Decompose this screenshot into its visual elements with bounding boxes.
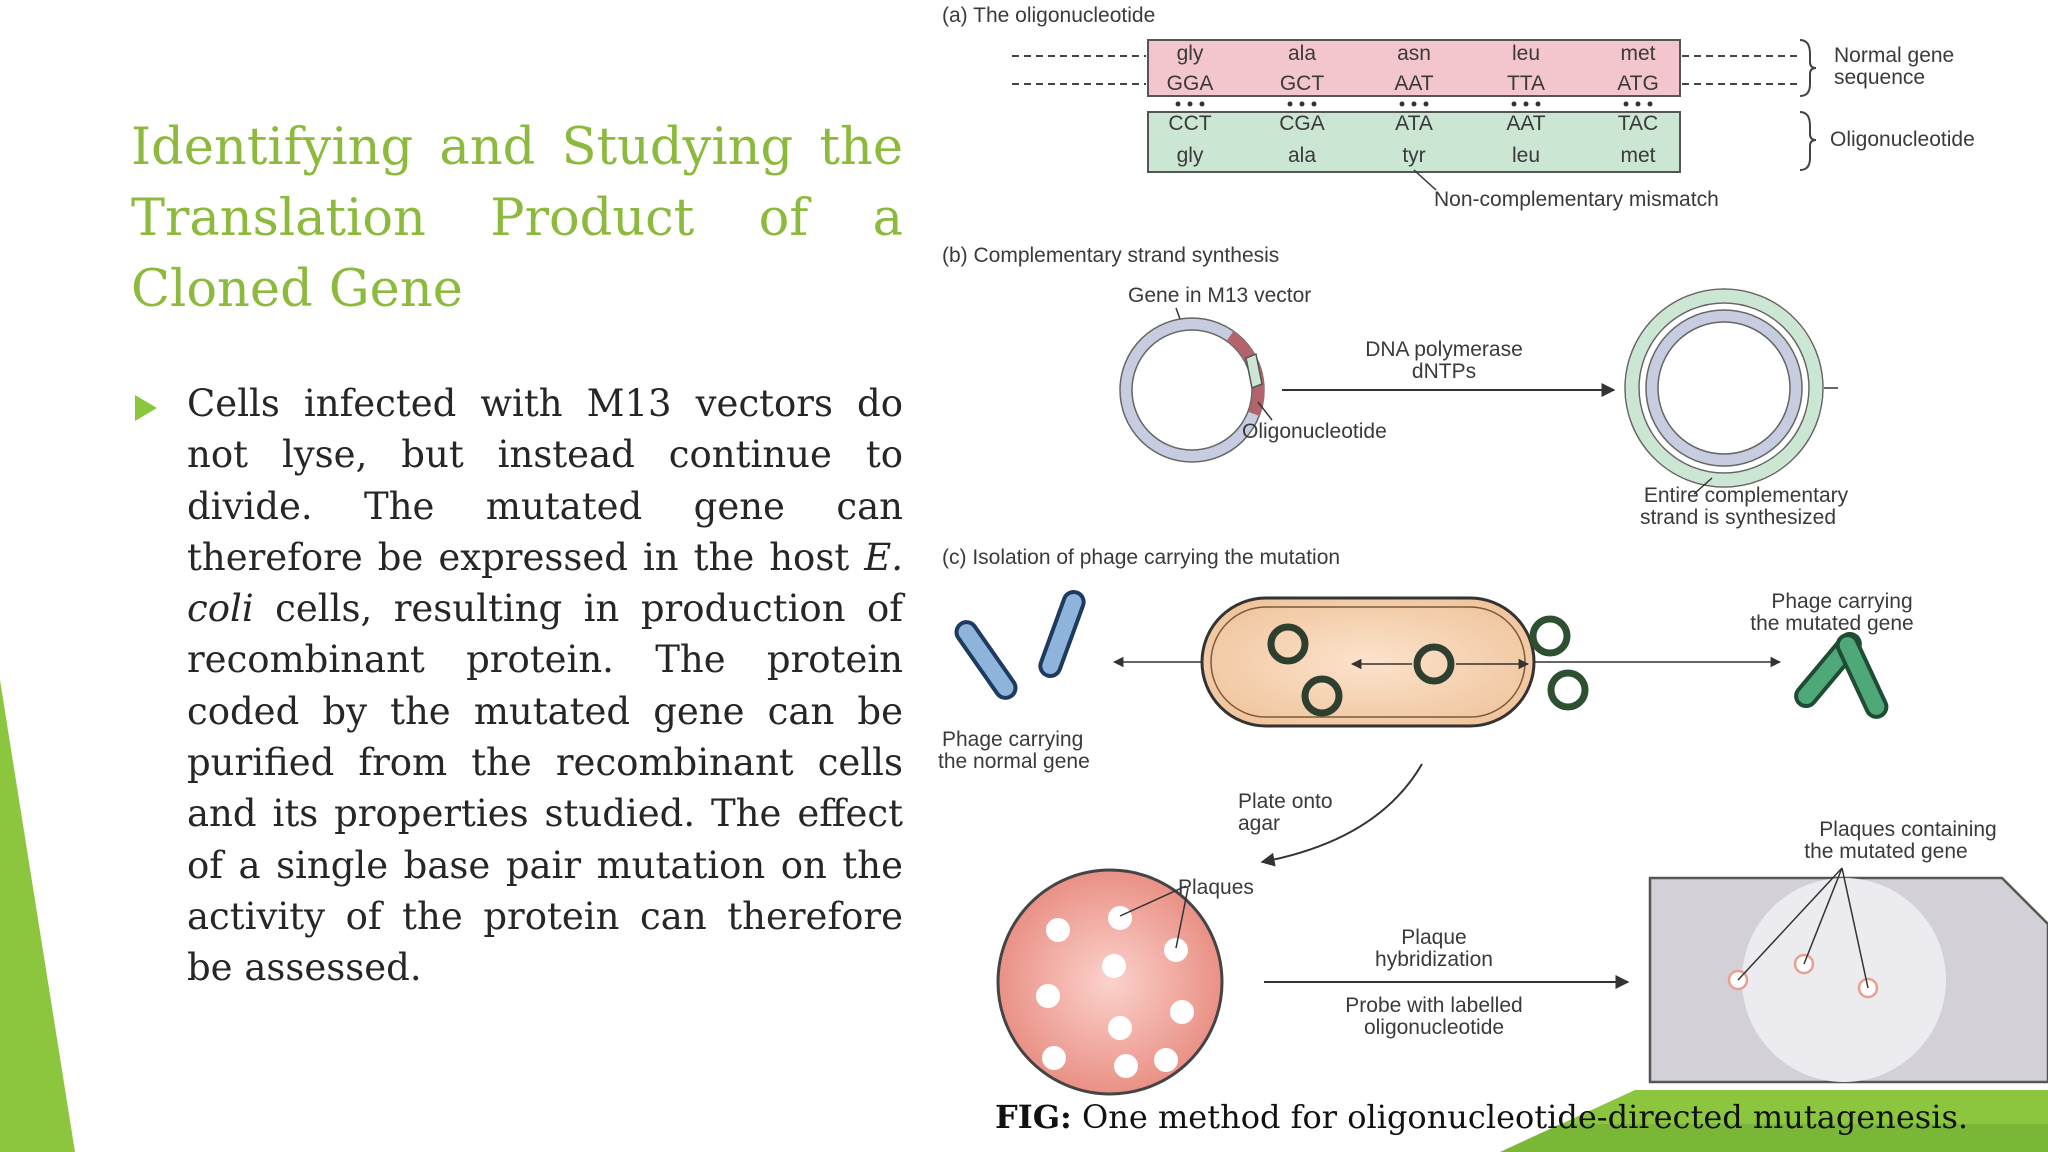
oligo-aa-2: ala — [1288, 144, 1316, 167]
mutated-plaques-label-1: Plaques containing — [1819, 818, 1996, 841]
entire-strand-label-2: strand is synthesized — [1640, 506, 1836, 529]
bullet-text: Cells infected with M13 vectors do not l… — [187, 378, 903, 994]
bullet-text-part1: Cells infected with M13 vectors do not l… — [187, 382, 903, 579]
normal-codon-4: TTA — [1507, 72, 1545, 95]
figure-caption: FIG: One method for oligonucleotide-dire… — [995, 1098, 1968, 1136]
panel-c-heading: (c) Isolation of phage carrying the muta… — [942, 546, 1340, 569]
m13-plasmids — [1267, 615, 1589, 717]
mutated-phage-label-1: Phage carrying — [1771, 590, 1912, 613]
oligo-sequence-box — [1147, 111, 1681, 173]
bullet-text-italic: E. coli — [187, 535, 903, 631]
panel-b-heading: (b) Complementary strand synthesis — [942, 244, 1279, 267]
normal-phage-label-2: the normal gene — [938, 750, 1090, 773]
gene-in-m13-label: Gene in M13 vector — [1128, 284, 1311, 307]
sequence-table: gly ala asn leu met GGA GCT AAT TTA ATG … — [1167, 42, 1659, 167]
oligo-aa-1: gly — [1177, 144, 1204, 167]
normal-gene-label-1: Normal gene — [1834, 44, 1954, 67]
normal-aa-2: ala — [1288, 42, 1316, 65]
mutagenesis-figure: (a) The oligonucleotide gly ala asn leu … — [938, 4, 2048, 1096]
oligonucleotide-label-b: Oligonucleotide — [1242, 420, 1387, 443]
normal-codon-3: AAT — [1394, 72, 1433, 95]
normal-aa-1: gly — [1177, 42, 1204, 65]
oligo-codon-5: TAC — [1618, 112, 1658, 135]
plate-onto-label: Plate onto — [1238, 790, 1333, 813]
oligonucleotide-primer — [1245, 352, 1263, 390]
template-strand-circle — [1646, 310, 1802, 466]
base-pairing-dots — [1175, 101, 1653, 107]
oligonucleotide-label-a: Oligonucleotide — [1830, 128, 1975, 151]
agar-plate — [996, 868, 1224, 1096]
mutated-phage-label-2: the mutated gene — [1750, 612, 1913, 635]
plaque-hyb-label-1: Plaque — [1401, 926, 1466, 949]
dntps-label: dNTPs — [1412, 360, 1476, 383]
normal-sequence-box — [1147, 39, 1681, 97]
bullet-text-part2: cells, resulting in production of recomb… — [187, 587, 903, 990]
normal-gene-label-2: sequence — [1834, 66, 1925, 89]
probe-label-1: Probe with labelled — [1345, 994, 1522, 1017]
panel-c: (c) Isolation of phage carrying the muta… — [938, 546, 2048, 1096]
panel-b: (b) Complementary strand synthesis Gene … — [942, 244, 1849, 529]
hybridized-plate — [1742, 878, 1946, 1082]
oligo-codon-3: ATA — [1395, 112, 1433, 135]
oligo-codon-4: AAT — [1506, 112, 1545, 135]
ecoli-cell — [1200, 596, 1536, 728]
triangle-bullet-icon — [135, 395, 157, 421]
normal-aa-4: leu — [1512, 42, 1540, 65]
panel-a: (a) The oligonucleotide gly ala asn leu … — [942, 4, 1975, 211]
plaques-label: Plaques — [1178, 876, 1254, 899]
plaque-hyb-label-2: hybridization — [1375, 948, 1493, 971]
oligo-codon-2: CGA — [1279, 112, 1325, 135]
dna-polymerase-label: DNA polymerase — [1365, 338, 1523, 361]
normal-codon-5: ATG — [1617, 72, 1659, 95]
mutated-plaques-label-2: the mutated gene — [1804, 840, 1967, 863]
normal-codon-1: GGA — [1167, 72, 1214, 95]
complementary-strand-circle — [1626, 290, 1822, 486]
oligo-aa-4: leu — [1512, 144, 1540, 167]
probe-label-2: oligonucleotide — [1364, 1016, 1504, 1039]
mutated-phage-icon — [1794, 631, 1889, 719]
left-accent-bar — [0, 680, 75, 1152]
oligo-aa-5: met — [1620, 144, 1655, 167]
slide-title: Identifying and Studying the Translation… — [131, 118, 903, 319]
normal-aa-5: met — [1620, 42, 1655, 65]
panel-a-heading: (a) The oligonucleotide — [942, 4, 1155, 27]
caption-text: One method for oligonucleotide-directed … — [1071, 1098, 1969, 1136]
oligo-aa-3: tyr — [1402, 144, 1425, 167]
normal-codon-2: GCT — [1280, 72, 1325, 95]
caption-label: FIG: — [995, 1098, 1072, 1136]
normal-phage-label-1: Phage carrying — [942, 728, 1083, 751]
mismatch-label: Non-complementary mismatch — [1434, 188, 1719, 211]
oligo-codon-1: CCT — [1168, 112, 1211, 135]
normal-aa-3: asn — [1397, 42, 1431, 65]
normal-phage-icon — [954, 590, 1086, 700]
plaque-spots — [1036, 906, 1194, 1078]
entire-strand-label-1: Entire complementary — [1644, 484, 1849, 507]
agar-label: agar — [1238, 812, 1280, 835]
